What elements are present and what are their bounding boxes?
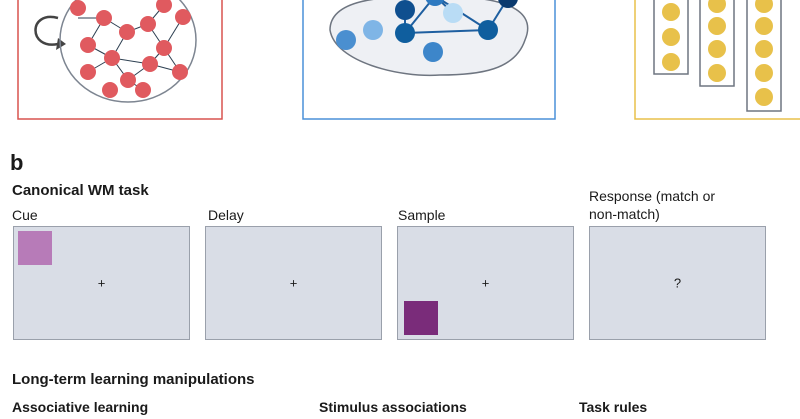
fixation-cross: +	[481, 275, 490, 291]
cue-stimulus-square	[18, 231, 52, 265]
phase-cue-label: Cue	[12, 207, 38, 223]
panel-a-diagrams	[17, 0, 800, 120]
slot-column-2	[699, 0, 735, 87]
slot-column-1	[653, 0, 689, 75]
sample-stimulus-square	[404, 301, 438, 335]
recurrent-network-boundary	[59, 0, 197, 103]
delay-screen: +	[205, 226, 382, 340]
self-loop-arrowhead	[56, 38, 66, 50]
graph-network-boundary	[329, 0, 529, 77]
graph-network-nodes	[336, 0, 518, 62]
phase-sample-label: Sample	[398, 207, 446, 223]
stimulus-associations-heading: Stimulus associations	[319, 399, 467, 415]
phase-response-label: Response (match or non-match)	[589, 188, 716, 222]
response-question-mark: ?	[673, 275, 682, 291]
associative-learning-heading: Associative learning	[12, 399, 149, 415]
recurrent-network-neurons	[70, 0, 191, 98]
fixation-cross: +	[289, 275, 298, 291]
cue-screen: +	[13, 226, 190, 340]
sample-screen: +	[397, 226, 574, 340]
fixation-cross: +	[97, 275, 106, 291]
task-rules-heading: Task rules	[579, 399, 648, 415]
self-loop-arrow-icon	[34, 15, 59, 46]
panel-b-label: b	[10, 150, 24, 175]
canonical-task-title: Canonical WM task	[12, 182, 149, 199]
graph-network-frame	[302, 0, 556, 120]
response-screen: ?	[589, 226, 766, 340]
recurrent-network-frame	[17, 0, 223, 120]
long-term-learning-title: Long-term learning manipulations	[12, 371, 255, 388]
slot-column-3	[746, 0, 782, 112]
slot-items	[662, 0, 773, 106]
slot-model-frame	[634, 0, 800, 120]
phase-delay-label: Delay	[208, 207, 244, 223]
